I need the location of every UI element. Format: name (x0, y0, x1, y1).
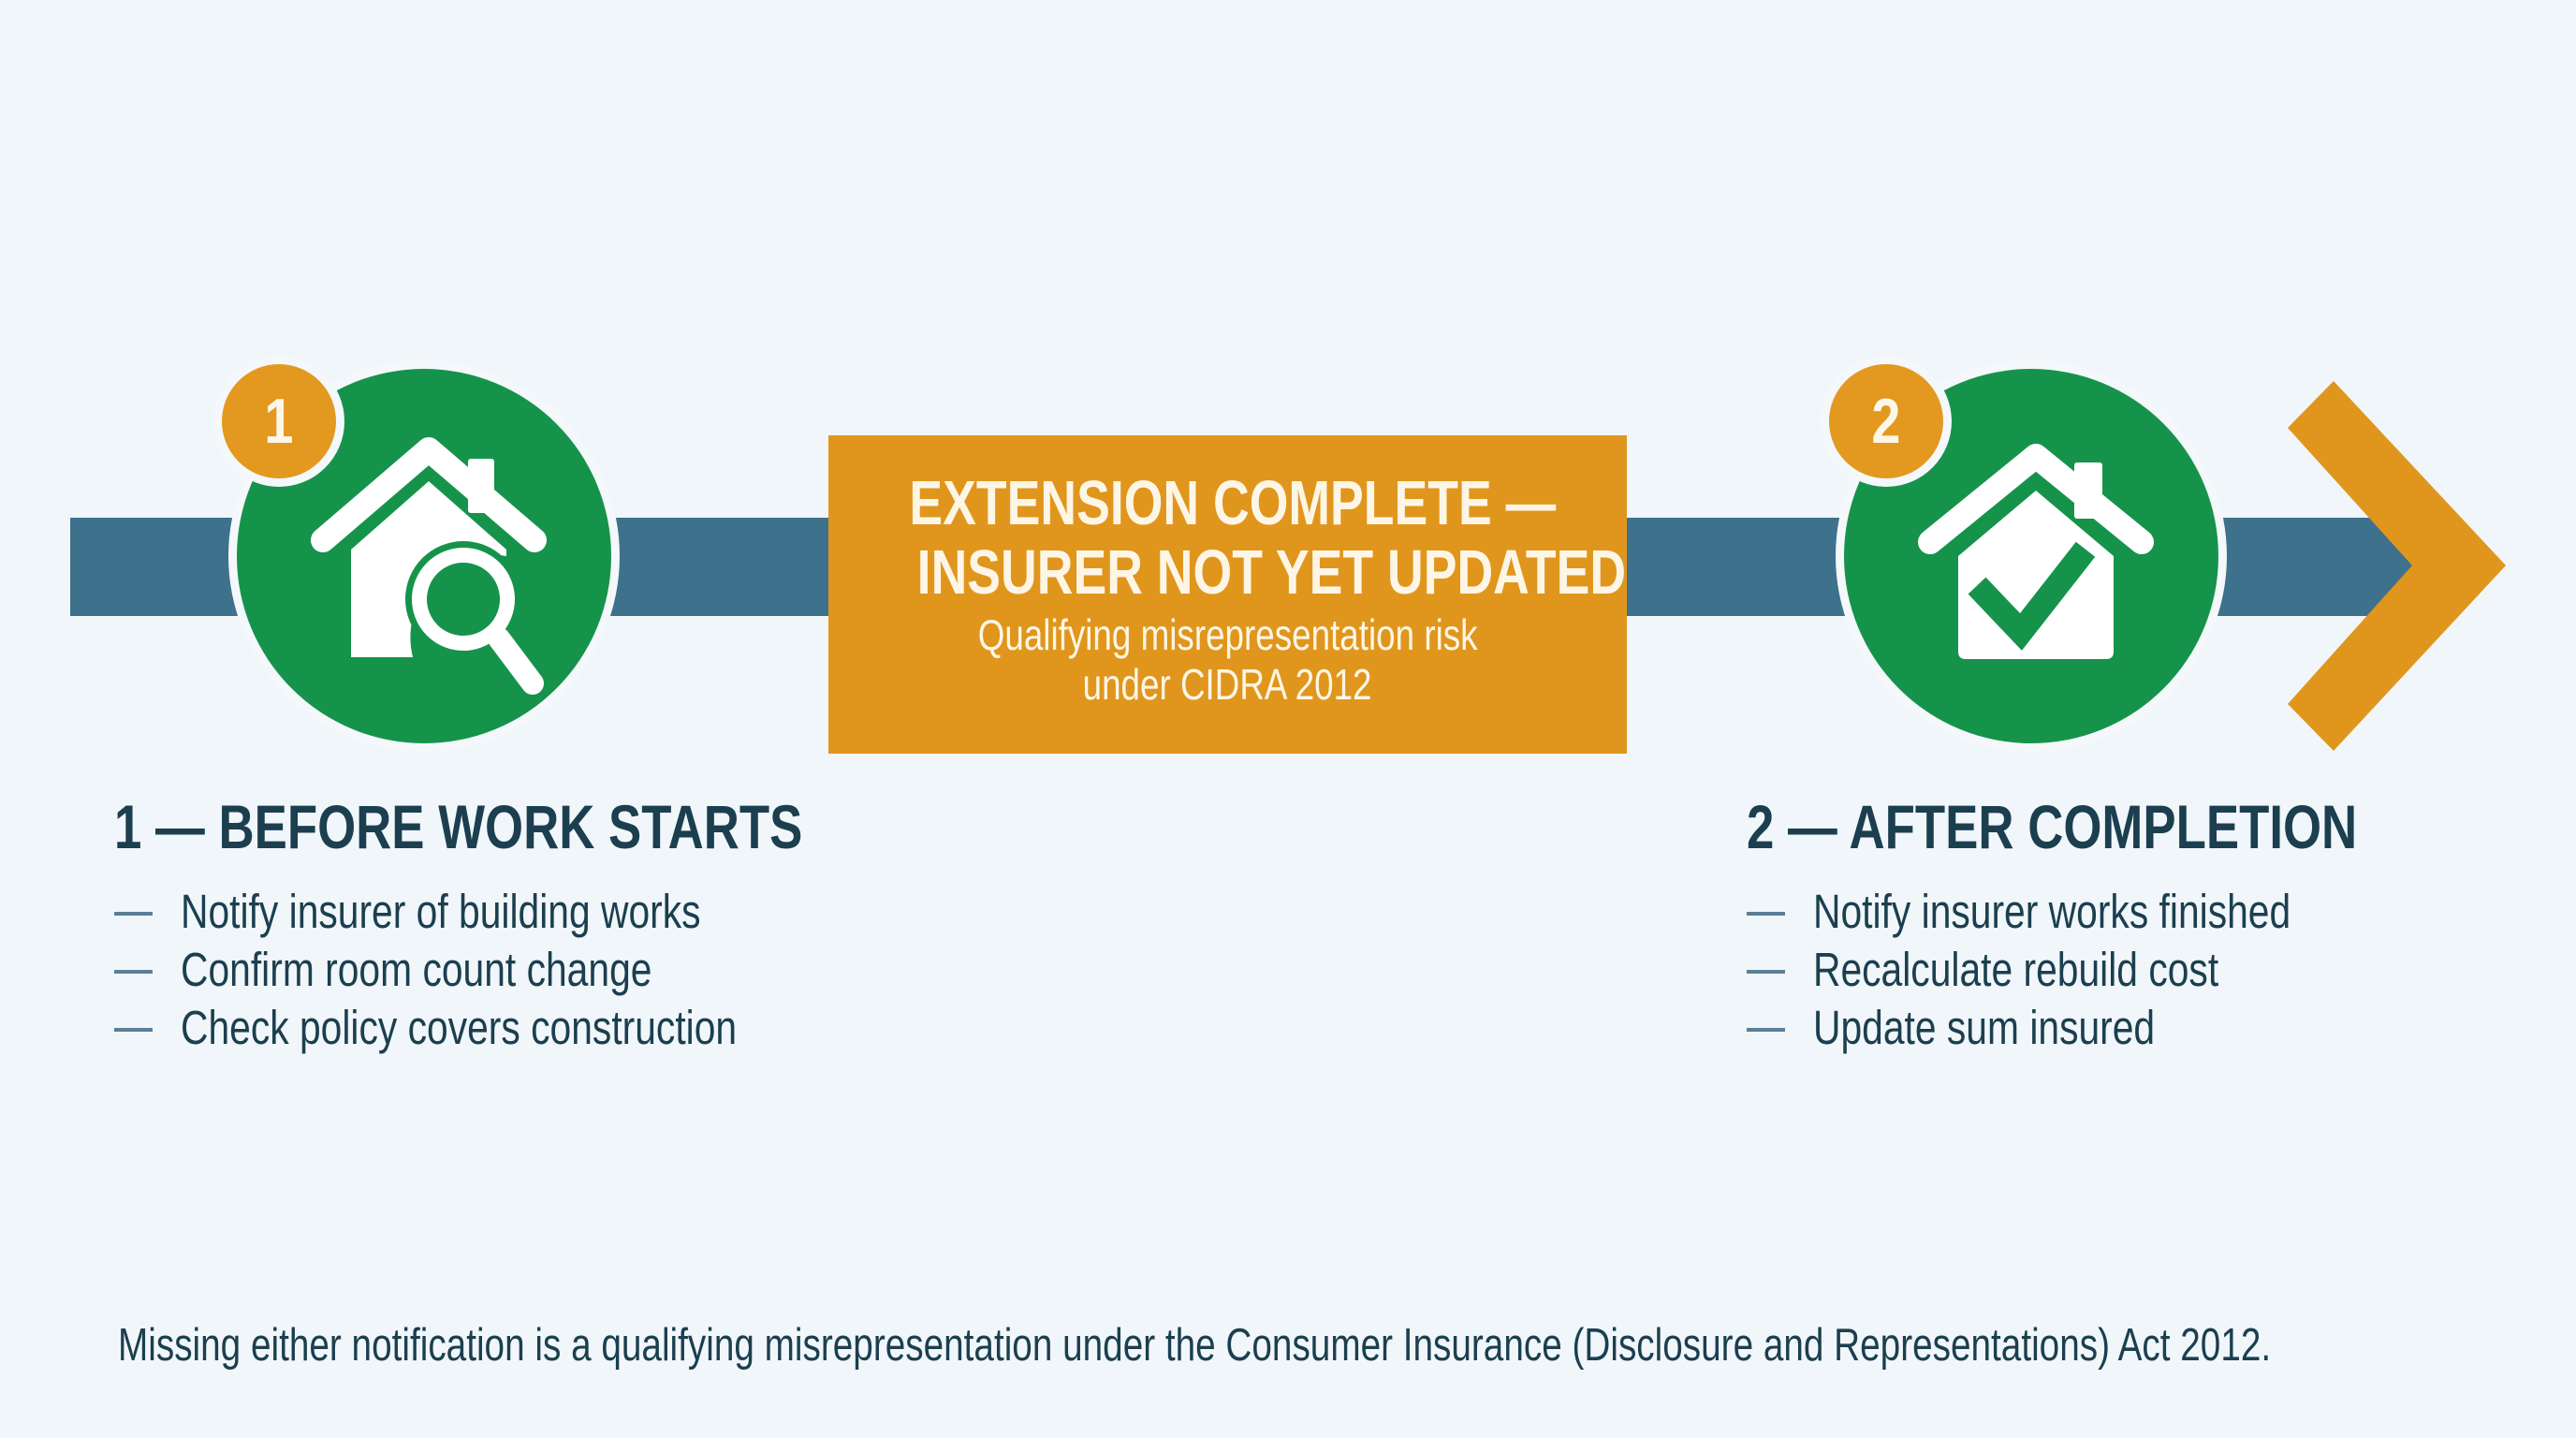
section-title: 2 — AFTER COMPLETION (1747, 792, 2358, 861)
dash-icon (114, 912, 153, 916)
list-item: Confirm room count change (114, 941, 826, 999)
list-item: Notify insurer works finished (1747, 883, 2458, 941)
step-1-badge: 1 (222, 364, 336, 478)
section-after-completion: 2 — AFTER COMPLETION Notify insurer work… (1747, 796, 2458, 1057)
house-check-icon (1918, 444, 2154, 659)
dash-icon (1747, 912, 1785, 916)
section-before-work: 1 — BEFORE WORK STARTS Notify insurer of… (114, 796, 826, 1057)
dash-icon (1747, 970, 1785, 974)
list-item: Recalculate rebuild cost (1747, 941, 2458, 999)
warning-box: EXTENSION COMPLETE — INSURER NOT YET UPD… (828, 435, 1627, 754)
warning-subtitle: Qualifying misrepresentation risk under … (828, 610, 1627, 710)
house-search-icon (311, 437, 547, 695)
step-2-circle (1844, 369, 2218, 743)
timeline-bar-segment-left (70, 518, 257, 616)
warning-subtitle-line2: under CIDRA 2012 (1083, 660, 1372, 709)
timeline-bar-segment-mid-right (1624, 518, 1867, 616)
chevron-right-icon (2288, 381, 2506, 751)
checklist: Notify insurer works finished Recalculat… (1747, 883, 2458, 1057)
warning-title: EXTENSION COMPLETE — INSURER NOT YET UPD… (828, 469, 1627, 608)
step-2-badge-number: 2 (1871, 386, 1901, 457)
list-item: Check policy covers construction (114, 999, 826, 1057)
list-item: Update sum insured (1747, 999, 2458, 1057)
timeline-bar-segment-mid-left (590, 518, 833, 616)
footer-note: Missing either notification is a qualify… (118, 1320, 2272, 1371)
dash-icon (114, 970, 153, 974)
warning-title-line2: INSURER NOT YET UPDATED (916, 537, 1627, 608)
warning-subtitle-line1: Qualifying misrepresentation risk (977, 610, 1478, 659)
step-1-badge-number: 1 (264, 386, 294, 457)
warning-title-line1: EXTENSION COMPLETE — (909, 468, 1557, 538)
dash-icon (1747, 1028, 1785, 1032)
list-item: Notify insurer of building works (114, 883, 826, 941)
checklist: Notify insurer of building works Confirm… (114, 883, 826, 1057)
step-2-badge: 2 (1829, 364, 1943, 478)
section-title: 1 — BEFORE WORK STARTS (114, 792, 803, 861)
dash-icon (114, 1028, 153, 1032)
